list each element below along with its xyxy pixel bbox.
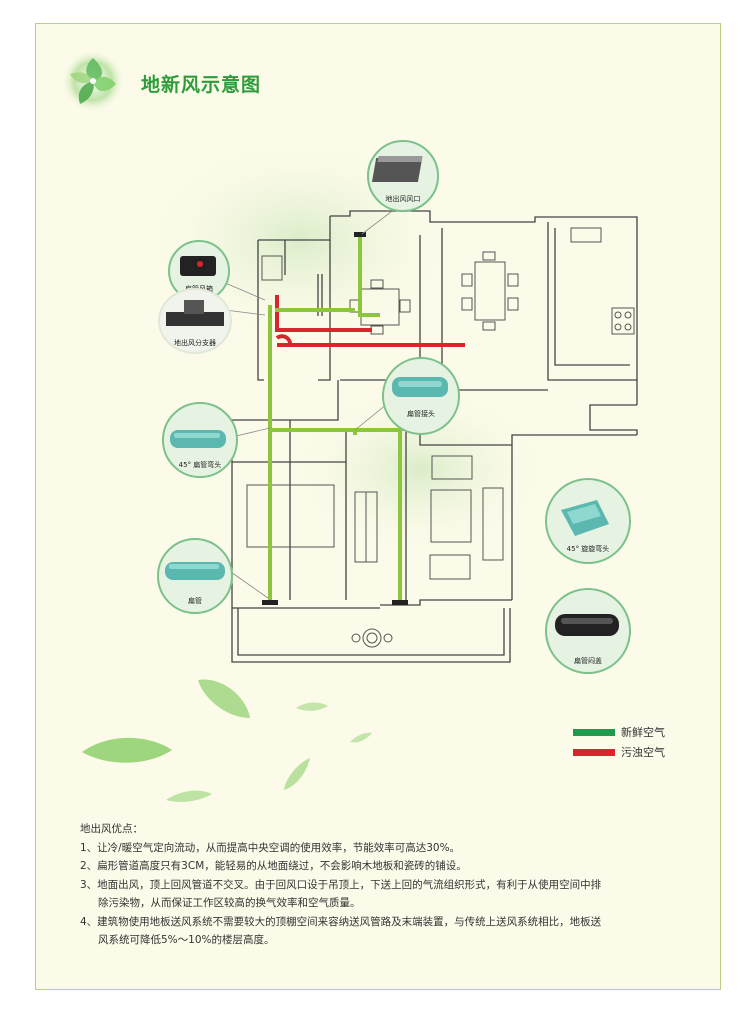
flat-duct-icon: [165, 562, 225, 580]
callout-label: 地出风风口: [385, 195, 421, 203]
floor-outlets: [262, 232, 408, 605]
advantage-item: 1、让冷/暖空气定向流动，从而提高中央空调的使用效率，节能效率可高达30%。: [80, 841, 461, 854]
callout-flat-duct-joint: 扁管接头: [382, 357, 460, 435]
duct-joint-icon: [392, 377, 448, 397]
leaf-logo-icon: [61, 49, 125, 113]
legend: 新鲜空气 污浊空气: [573, 722, 665, 762]
legend-label: 新鲜空气: [621, 726, 665, 739]
callout-floor-outlet: 地出风风口: [367, 140, 439, 212]
decorative-leaves: [82, 679, 372, 802]
duct-box-icon: [180, 256, 216, 276]
callout-label: 扁管接头: [407, 410, 435, 418]
callout-flat-duct: 扁管: [157, 538, 233, 614]
advantages-section: 地出风优点： 1、让冷/暖空气定向流动，从而提高中央空调的使用效率，节能效率可高…: [80, 820, 690, 950]
legend-label: 污浊空气: [621, 746, 665, 759]
callout-elbow-45-rotated: 45° 旋旋弯头: [545, 478, 631, 564]
floor-outlet-icon: [371, 156, 423, 182]
advantage-item: 2、扁形管道高度只有3CM，能轻易的从地面绕过，不会影响木地板和瓷砖的铺设。: [80, 860, 467, 872]
callout-label: 扁管: [188, 597, 202, 605]
rotated-elbow-icon: [561, 500, 609, 536]
advantages-heading: 地出风优点：: [80, 823, 143, 835]
walls: [231, 210, 638, 663]
callout-label: 45° 扁管弯头: [178, 461, 222, 469]
page-title: 地新风示意图: [141, 74, 262, 96]
advantage-item: 4、建筑物使用地板送风系统不需要较大的顶棚空间来容纳送风管路及末端装置，与传统上…: [80, 915, 602, 928]
duct-plug-icon: [555, 614, 619, 636]
legend-fresh-air: 新鲜空气: [573, 722, 665, 742]
advantage-item-continued: 除污染物，从而保证工作区较高的换气效率和空气质量。: [98, 897, 361, 909]
callout-elbow-45: 45° 扁管弯头: [162, 402, 238, 478]
callout-floor-splitter: 地出风分支器: [158, 288, 232, 354]
callout-label: 扁管闷盖: [574, 657, 602, 665]
fresh-air-swatch: [573, 728, 615, 736]
foul-air-swatch: [573, 748, 615, 756]
callout-flat-duct-plug: 扁管闷盖: [545, 588, 631, 674]
callout-label: 地出风分支器: [174, 339, 216, 347]
elbow-icon: [170, 430, 226, 448]
advantage-item: 3、地面出风，顶上回风管道不交叉。由于回风口设于吊顶上，下送上回的气流组织形式，…: [80, 878, 602, 891]
legend-foul-air: 污浊空气: [573, 742, 665, 762]
advantage-item-continued: 风系统可降低5%～10%的楼层高度。: [98, 934, 275, 946]
splitter-icon: [166, 300, 224, 326]
callout-label: 45° 旋旋弯头: [566, 545, 610, 553]
background-glow: [280, 380, 560, 560]
foul-air-duct: [275, 295, 465, 347]
furniture: [246, 227, 635, 648]
